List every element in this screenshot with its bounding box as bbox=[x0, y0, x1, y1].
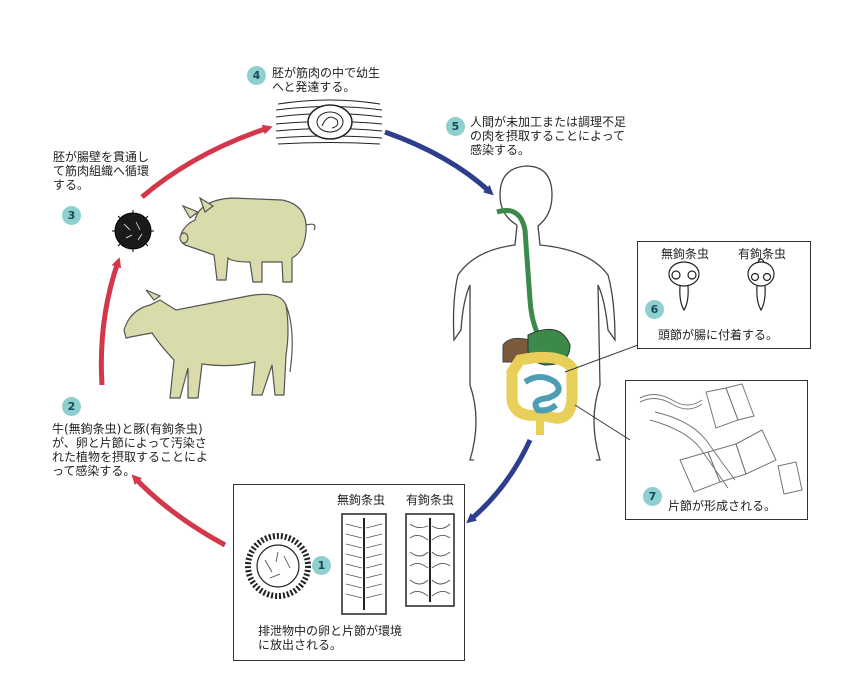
label-solium-proglottid: 有鉤条虫 bbox=[406, 493, 455, 507]
step-4-text: 胚が筋肉の中で幼生 へと発達する。 bbox=[272, 66, 381, 94]
proglottid-solium bbox=[405, 513, 455, 607]
label-saginata-scolex: 無鉤条虫 bbox=[661, 247, 710, 261]
proglottid-chain bbox=[639, 383, 803, 495]
arrow-5-to-1 bbox=[466, 438, 533, 524]
digestive-tract bbox=[496, 208, 578, 435]
leader-line-6 bbox=[564, 344, 639, 373]
step-badge-4: 4 bbox=[247, 66, 266, 85]
step-1-text: 排泄物中の卵と片節が環境 に放出される。 bbox=[258, 624, 403, 652]
leader-line-7 bbox=[574, 404, 631, 441]
egg bbox=[245, 533, 311, 599]
step-2-text: 牛(無鉤条虫)と豚(有鉤条虫) が、卵と片節によって汚染さ れた植物を摂取するこ… bbox=[52, 422, 209, 478]
cow bbox=[123, 289, 293, 399]
step-5-text: 人間が未加工または調理不足 の肉を摂取することによって 感染する。 bbox=[470, 115, 627, 157]
step-7-text: 片節が形成される。 bbox=[668, 499, 777, 513]
oncosphere bbox=[112, 210, 154, 252]
arrow-3-to-4 bbox=[140, 124, 273, 199]
step-badge-7: 7 bbox=[643, 487, 662, 506]
step-badge-1: 1 bbox=[312, 556, 331, 575]
label-saginata-proglottid: 無鉤条虫 bbox=[337, 493, 386, 507]
scolex-solium bbox=[747, 258, 775, 312]
human-body bbox=[452, 165, 616, 461]
arrow-2-to-3 bbox=[98, 257, 122, 386]
label-solium-scolex: 有鉤条虫 bbox=[738, 247, 787, 261]
pig bbox=[179, 196, 316, 283]
step-badge-5: 5 bbox=[446, 117, 465, 136]
arrow-1-to-2 bbox=[131, 474, 227, 548]
step-badge-6: 6 bbox=[645, 300, 664, 319]
arrow-4-to-5 bbox=[384, 129, 494, 196]
scolex-saginata bbox=[668, 261, 700, 312]
step-6-text: 頭節が腸に付着する。 bbox=[658, 328, 779, 342]
step-badge-3: 3 bbox=[62, 206, 81, 225]
step-badge-2: 2 bbox=[62, 397, 81, 416]
step-3-text: 胚が腸壁を貫通し て筋肉組織へ循環 する。 bbox=[53, 150, 150, 192]
larva-in-muscle bbox=[275, 99, 383, 145]
proglottid-saginata bbox=[341, 513, 387, 615]
